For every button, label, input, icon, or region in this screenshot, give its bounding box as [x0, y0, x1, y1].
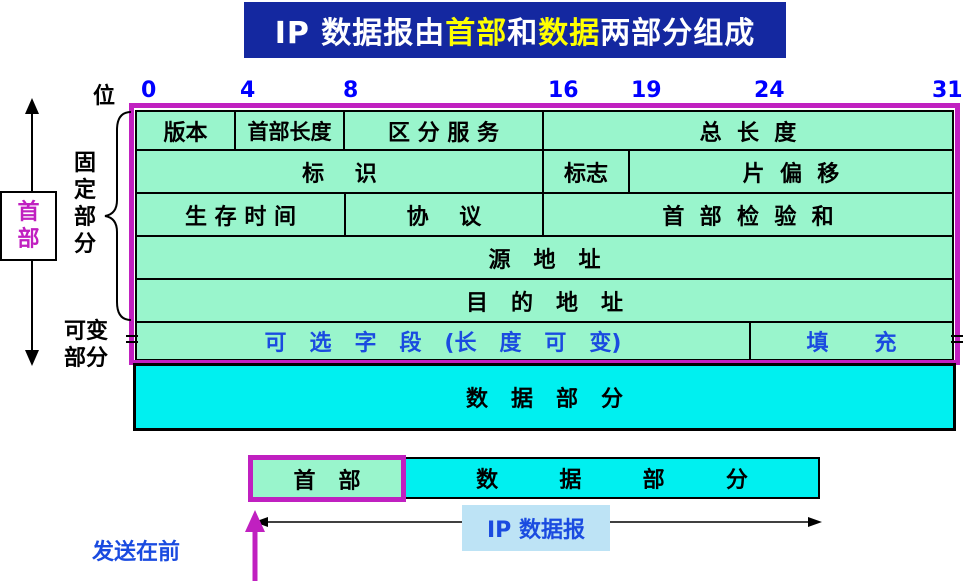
send-first-label: 发送在前 — [92, 540, 181, 565]
options-field: 可 选 字 段 (长 度 可 变) — [135, 321, 751, 361]
datagram-label: IP 数据报 — [462, 505, 610, 551]
bottom-header-field: 首 部 — [248, 455, 406, 502]
bit-mark-4: 4 — [240, 78, 256, 103]
title-part-3: 和 — [507, 16, 539, 51]
bit-axis-label: 位 — [93, 84, 116, 109]
title-part-1: IP 数据报由 — [274, 16, 446, 51]
header-side-box: 首部 — [0, 191, 57, 261]
header-frame — [129, 103, 960, 365]
protocol-field: 协 议 — [344, 192, 544, 237]
bit-mark-16: 16 — [548, 78, 579, 103]
header-side-label: 首部 — [17, 200, 40, 252]
fixed-part-label: 固定部分 — [74, 151, 97, 257]
fixed-part-brace-icon — [104, 111, 132, 321]
page-title: IP 数据报由首部和数据两部分组成 — [244, 2, 786, 58]
data-part-field: 数 据 部 分 — [133, 363, 956, 431]
version-field: 版本 — [135, 110, 236, 151]
title-part-2: 首部 — [445, 16, 508, 51]
variable-part-marker-right-icon — [951, 335, 963, 343]
bit-mark-8: 8 — [343, 78, 359, 103]
variable-part-label-1: 可变 — [64, 319, 109, 344]
bit-mark-0: 0 — [141, 78, 157, 103]
bottom-data-field: 数 据 部 分 — [404, 457, 820, 499]
variable-part-label-2: 部分 — [64, 346, 109, 371]
bit-mark-24: 24 — [754, 78, 785, 103]
variable-part-marker-icon — [126, 335, 138, 343]
service-field: 区 分 服 务 — [343, 110, 544, 151]
flags-field: 标志 — [542, 149, 630, 194]
title-part-5: 两部分组成 — [600, 16, 756, 51]
bit-mark-31: 31 — [932, 78, 963, 103]
destination-address-field: 目 的 地 址 — [135, 278, 954, 323]
padding-field: 填 充 — [749, 321, 954, 361]
send-first-arrow-icon — [245, 510, 265, 581]
bit-mark-19: 19 — [631, 78, 662, 103]
title-part-4: 数据 — [538, 16, 601, 51]
